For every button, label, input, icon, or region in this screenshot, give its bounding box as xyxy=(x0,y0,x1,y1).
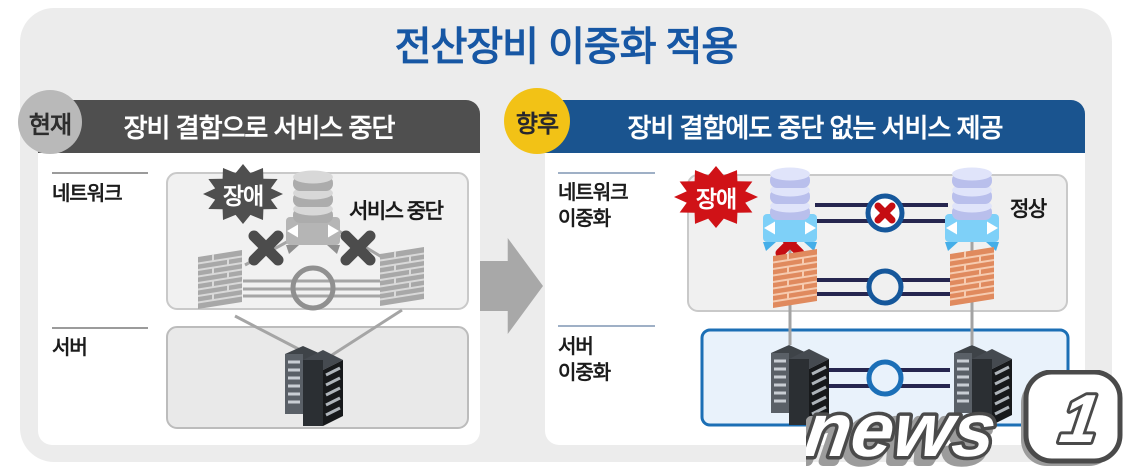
firewall-icon xyxy=(379,246,425,307)
row-label-network-ha: 네트워크 이중화 xyxy=(558,180,629,232)
news1-logo: news news 1 xyxy=(789,369,1124,470)
news1-logo-shadow: news xyxy=(806,393,996,470)
link-ring-icon xyxy=(866,359,904,397)
link-ring-icon xyxy=(866,268,904,306)
x-mark-icon xyxy=(340,230,376,266)
left-panel-header: 장비 결함으로 서비스 중단 xyxy=(38,100,480,153)
news1-logo-graphic: news news 1 xyxy=(789,369,1123,470)
row-label-line2: 이중화 xyxy=(558,208,611,230)
switch-icon xyxy=(763,167,817,251)
status-ok-label: 정상 xyxy=(1010,198,1047,221)
news1-logo-text: news xyxy=(806,388,1001,470)
page-title: 전산장비 이중화 적용 xyxy=(394,25,738,69)
right-panel-header: 장비 결함에도 중단 없는 서비스 제공 xyxy=(545,100,1085,153)
server-icon xyxy=(283,344,345,428)
news1-logo-box xyxy=(1023,369,1123,464)
row-label-server: 서버 xyxy=(52,337,88,359)
right-diagram xyxy=(558,167,1070,427)
badge-current: 현재 xyxy=(18,90,82,154)
badge-future: 향후 xyxy=(504,88,570,154)
row-label-line1: 서버 xyxy=(558,336,594,358)
broken-link-icon xyxy=(865,193,905,233)
firewall-icon xyxy=(949,246,995,307)
switch-icon xyxy=(945,167,999,251)
right-panel-body xyxy=(545,153,1085,445)
firewall-icon xyxy=(772,248,818,309)
service-down-label: 서비스 중단 xyxy=(349,200,444,223)
firewall-icon xyxy=(197,249,243,310)
row-label-line1: 네트워크 xyxy=(558,182,629,204)
row-label-network: 네트워크 xyxy=(52,183,123,205)
switch-icon xyxy=(286,170,340,254)
row-label-server-ha: 서버 이중화 xyxy=(558,334,611,386)
link-ring-icon xyxy=(290,265,336,311)
x-mark-icon xyxy=(248,230,284,266)
row-label-line2: 이중화 xyxy=(558,362,611,384)
